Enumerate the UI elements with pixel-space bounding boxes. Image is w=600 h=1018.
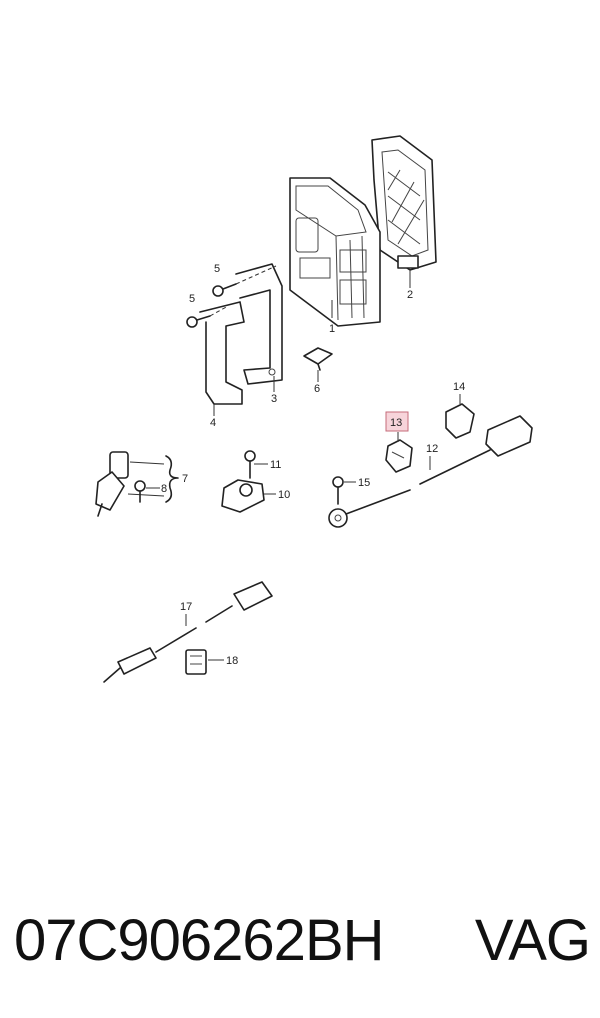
part-10-sensor[interactable] — [221, 479, 265, 513]
callout-15: 15 — [358, 477, 370, 489]
part-6-clip[interactable] — [303, 347, 333, 371]
part-18-connector[interactable] — [185, 649, 207, 675]
part-7-sensor[interactable] — [95, 451, 129, 517]
part-17-lambda-probe[interactable] — [103, 581, 273, 683]
callout-6: 6 — [314, 383, 320, 395]
part-8-screw[interactable] — [134, 480, 146, 503]
callout-17: 17 — [180, 601, 192, 613]
callout-8: 8 — [161, 483, 167, 495]
part-14-clip[interactable] — [445, 403, 475, 439]
part-number: 07C906262BH — [14, 907, 385, 973]
callout-2: 2 — [407, 289, 413, 301]
callout-11: 11 — [270, 459, 281, 471]
part-11-bolt[interactable] — [244, 450, 256, 479]
callout-13-highlight[interactable]: 13 — [385, 411, 409, 432]
part-5-bolt[interactable] — [212, 283, 237, 297]
callout-4: 4 — [210, 417, 216, 429]
callout-14: 14 — [453, 381, 465, 393]
part-2-mounting-plate[interactable] — [371, 135, 437, 271]
callout-18: 18 — [226, 655, 238, 667]
part-15-bolt[interactable] — [332, 476, 344, 505]
part-12-knock-sensor[interactable] — [328, 415, 533, 528]
part-4-bracket[interactable] — [199, 301, 245, 405]
part-5-bolt[interactable] — [186, 315, 211, 328]
part-caption: 07C906262BH VAG — [14, 900, 591, 980]
part-1-engine-control-unit[interactable] — [289, 177, 381, 327]
callout-13: 13 — [390, 417, 402, 429]
callout-7: 7 — [182, 473, 188, 485]
callout-12: 12 — [426, 443, 438, 455]
part-3-bracket[interactable] — [235, 263, 283, 385]
callout-1: 1 — [329, 323, 335, 335]
callout-5-lower: 5 — [189, 293, 195, 305]
parts-exploded-diagram: 1 2 3 4 5 5 6 7 8 10 11 12 13 14 15 17 1… — [95, 135, 533, 683]
callout-3: 3 — [271, 393, 277, 405]
part-13-holder[interactable] — [385, 439, 413, 473]
brand-name: VAG — [474, 907, 591, 973]
callout-10: 10 — [278, 489, 290, 501]
callout-5-upper: 5 — [214, 263, 220, 275]
